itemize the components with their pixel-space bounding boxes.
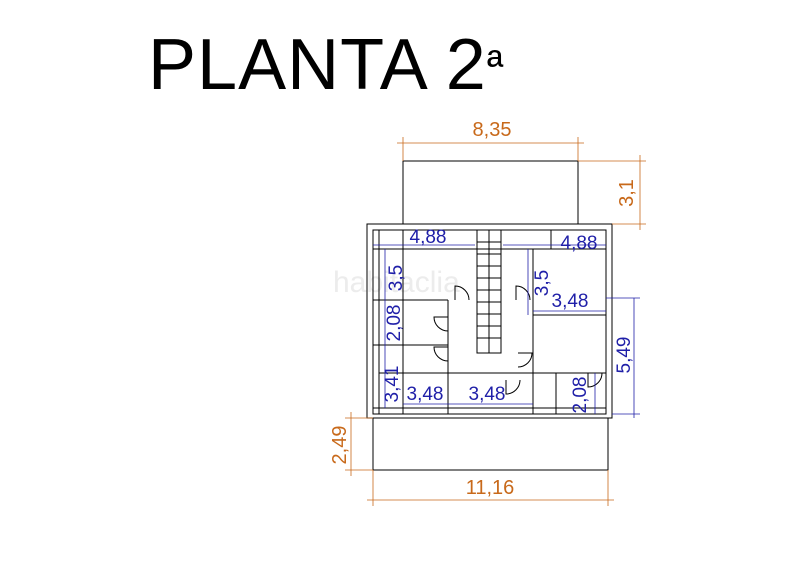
- dim-right-room-width: 3,48: [552, 291, 589, 312]
- dim-upper-left-width: 4,88: [410, 227, 447, 248]
- interior-dimension-lines: [373, 244, 640, 418]
- page-title: PLANTA 2ª: [148, 25, 505, 105]
- dim-upper-right-height: 3,5: [532, 270, 553, 296]
- watermark: habitaclia: [333, 266, 460, 299]
- dim-lower-center-width: 3,48: [469, 384, 506, 405]
- staircase: [476, 229, 502, 354]
- dim-bottom-height: 2,49: [329, 426, 351, 465]
- exterior-dimension-lines: [345, 137, 646, 506]
- dim-upper-left-height: 3,5: [386, 265, 407, 291]
- dim-left-lower-height: 3,41: [382, 366, 403, 403]
- dim-top-height: 3,1: [616, 179, 638, 207]
- dim-left-mid-height: 2,08: [384, 305, 405, 342]
- dim-upper-right-width: 4,88: [561, 233, 598, 254]
- dim-lower-right-height: 2,08: [570, 377, 591, 414]
- doors: [433, 285, 603, 395]
- dim-lower-left-width: 3,48: [407, 384, 444, 405]
- dim-top-width: 8,35: [473, 119, 512, 141]
- dim-right-height: 5,49: [614, 337, 635, 374]
- dim-bottom-width: 11,16: [466, 477, 515, 499]
